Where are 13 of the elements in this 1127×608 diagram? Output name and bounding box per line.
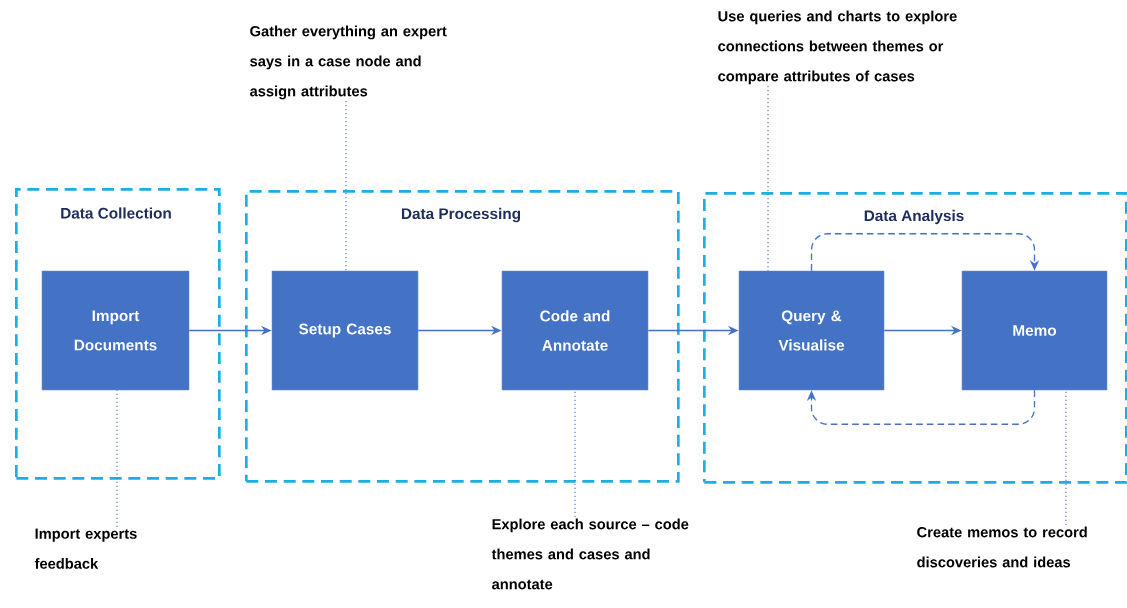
process-box: Setup Cases bbox=[271, 270, 419, 391]
loop-arrow bbox=[806, 389, 1036, 425]
process-box: Code and Annotate bbox=[501, 270, 649, 391]
annotation-text: Import experts feedback bbox=[34, 528, 137, 569]
annotation-text: Create memos to record discoveries and ideas bbox=[917, 526, 1087, 568]
process-box: Import Documents bbox=[41, 270, 190, 391]
process-box: Query & Visualise bbox=[738, 270, 885, 391]
annotation-text: Use queries and charts to explore connections between themes or compare attributes of cases bbox=[718, 10, 957, 85]
leader-line bbox=[574, 389, 576, 518]
annotation-text: Explore each source – code themes and cases and annotate bbox=[491, 518, 689, 590]
annotation-text: Gather everything an expert says in a case node and assign attributes bbox=[250, 25, 447, 100]
loop-arrow bbox=[810, 233, 1040, 272]
process-box: Memo bbox=[961, 270, 1108, 391]
